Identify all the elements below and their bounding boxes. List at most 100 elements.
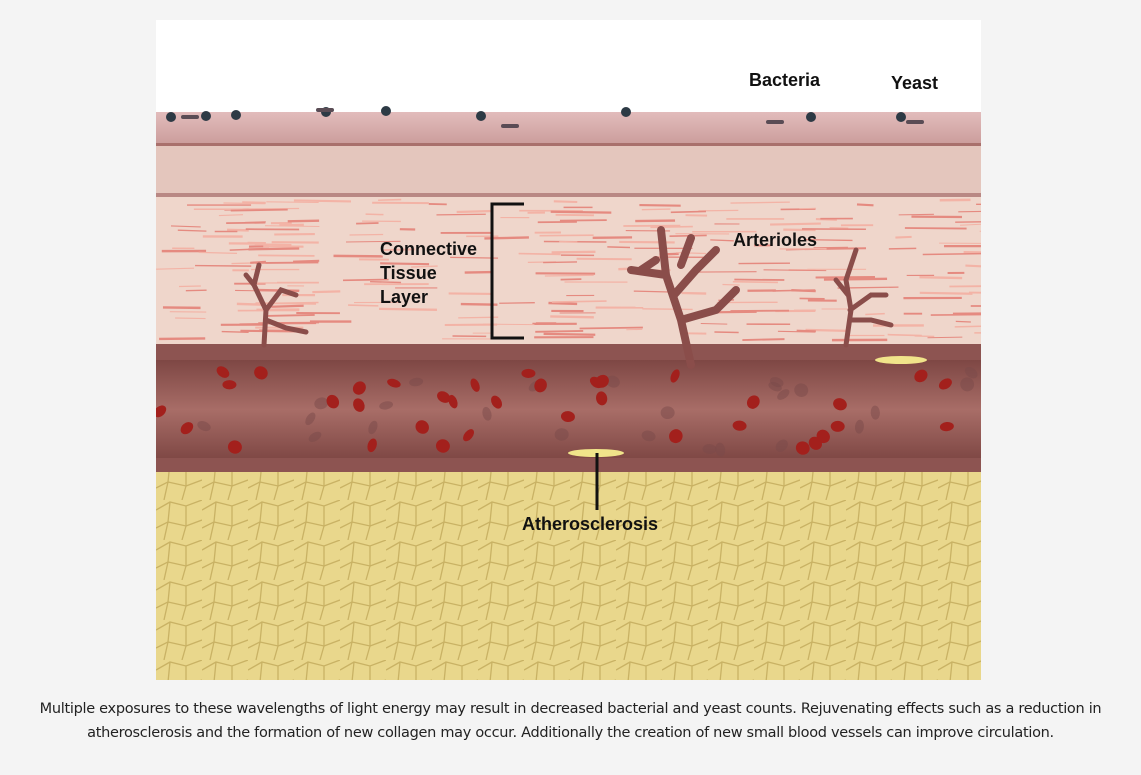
collagen-fiber [185, 289, 207, 292]
collagen-fiber [804, 238, 853, 242]
collagen-fiber [829, 226, 849, 229]
collagen-fiber [348, 304, 379, 307]
figure-caption: Multiple exposures to these wavelengths … [39, 701, 1102, 741]
blood-cell [353, 398, 365, 412]
blood-cell [387, 378, 401, 388]
collagen-fiber [450, 256, 499, 259]
blood-cell [554, 428, 569, 441]
collagen-fiber [342, 278, 389, 282]
collagen-fiber [411, 265, 438, 268]
collagen-fiber [271, 304, 304, 308]
collagen-fiber [550, 315, 594, 319]
blood-cell [367, 438, 377, 453]
blood-cell [715, 442, 726, 457]
blood-cell [938, 378, 952, 390]
collagen-fiber [287, 219, 320, 223]
collagen-fiber [639, 204, 681, 207]
blood-cell [560, 411, 575, 423]
collagen-fiber [960, 223, 981, 226]
collagen-fiber [670, 210, 706, 214]
blood-cell [775, 439, 788, 452]
collagen-fiber [221, 330, 249, 333]
blood-cell [808, 436, 822, 450]
collagen-fiber [293, 259, 320, 263]
collagen-fiber [763, 269, 827, 272]
blood-cell [314, 397, 329, 410]
blood-cell [833, 398, 847, 411]
collagen-fiber [732, 280, 778, 284]
connective-tissue-layer [156, 197, 981, 345]
collagen-fiber [681, 291, 707, 295]
blood-cell [660, 406, 675, 420]
collagen-fiber [544, 274, 594, 277]
collagen-fiber [448, 292, 493, 296]
blood-cell [960, 377, 975, 392]
yeast-cell [766, 120, 784, 124]
collagen-fiber [293, 199, 352, 203]
yeast-cell [906, 120, 924, 124]
collagen-fiber [576, 257, 632, 261]
collagen-fiber [676, 252, 707, 255]
collagen-fiber [560, 278, 582, 281]
collagen-fiber [156, 267, 195, 270]
collagen-fiber [700, 322, 728, 325]
collagen-fiber [730, 201, 790, 204]
label-bacteria: Bacteria [749, 70, 821, 90]
collagen-fiber [734, 278, 785, 281]
collagen-fiber [499, 302, 535, 304]
collagen-fiber [952, 312, 981, 315]
collagen-fiber [159, 337, 206, 341]
bacteria-cell [166, 112, 176, 122]
blood-cell [448, 394, 458, 409]
blood-cell [409, 377, 424, 387]
collagen-fiber [641, 208, 671, 211]
label-arterioles: Arterioles [733, 230, 817, 250]
collagen-fiber [642, 308, 693, 311]
collagen-fiber [927, 336, 963, 339]
collagen-fiber [823, 277, 888, 281]
collagen-fiber [579, 326, 643, 330]
blood-cell [746, 395, 760, 409]
collagen-fiber [919, 291, 973, 295]
collagen-fiber [550, 210, 612, 214]
collagen-fiber [865, 312, 885, 316]
collagen-fiber [248, 247, 300, 251]
blood-cell [768, 381, 782, 392]
blood-cell [463, 429, 475, 442]
label-yeast: Yeast [891, 73, 938, 93]
blood-cell [156, 405, 167, 418]
collagen-fiber [895, 235, 912, 239]
bacteria-cell [201, 111, 211, 121]
collagen-fiber [312, 290, 341, 294]
blood-cell [308, 431, 322, 442]
collagen-fiber [266, 201, 319, 204]
blood-vessel [156, 344, 981, 472]
yeast-cell [316, 108, 334, 112]
blood-cell [795, 441, 810, 455]
connective-bracket [490, 202, 524, 340]
blood-cell [641, 430, 656, 442]
bacteria-cell [381, 106, 391, 116]
blood-cell [521, 368, 536, 378]
collagen-fiber [898, 213, 934, 216]
blood-cell [669, 429, 683, 444]
collagen-fiber [255, 261, 319, 264]
label-layer: Layer [380, 287, 428, 307]
blood-cell [670, 369, 680, 383]
blood-cell [470, 378, 480, 392]
collagen-fiber [198, 251, 238, 254]
blood-cells [156, 366, 978, 457]
collagen-fiber [633, 290, 671, 293]
collagen-fiber [229, 248, 249, 251]
collagen-fiber [954, 325, 981, 328]
yeast-cell [501, 124, 519, 128]
collagen-fiber [543, 261, 578, 264]
blood-cell [870, 405, 880, 420]
blood-cell [491, 395, 503, 409]
collagen-fiber [518, 252, 561, 256]
collagen-fiber [805, 328, 848, 332]
blood-cell [254, 366, 268, 380]
blood-cell [854, 419, 864, 434]
arterioles [243, 226, 894, 369]
collagen-fiber [456, 209, 493, 214]
